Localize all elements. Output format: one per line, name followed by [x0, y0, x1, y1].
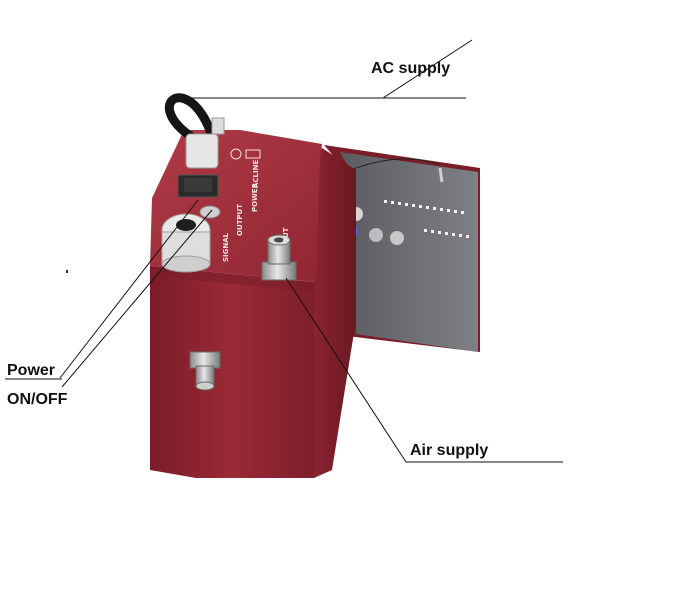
led-row [424, 229, 469, 238]
side-fitting [189, 351, 221, 391]
ac-cable [164, 93, 225, 169]
power-label: Power [7, 362, 56, 379]
indicator-light [390, 231, 404, 245]
certification-mark [245, 149, 261, 159]
open-door [324, 145, 480, 352]
acline-marking: ACLINE [252, 160, 260, 188]
stray-mark [66, 270, 68, 273]
signal-marking: SIGNAL [222, 232, 230, 262]
air-supply-fitting [261, 234, 297, 281]
power-leader-1 [59, 199, 199, 379]
power-switch [177, 174, 219, 198]
ac-supply-label: AC supply [371, 60, 451, 77]
air-supply-leader [285, 277, 407, 463]
certification-mark [230, 148, 242, 160]
leader-lines [5, 39, 563, 463]
out-marking: OUT [282, 227, 290, 244]
output-marking: OUTPUT [236, 204, 244, 236]
air-supply-label: Air supply [410, 442, 489, 459]
led-row [384, 200, 464, 214]
inner-panel [340, 152, 478, 352]
power-marking: POWER [251, 182, 259, 212]
power-onoff-label: ON/OFF [7, 391, 68, 408]
power-leader-2 [61, 209, 213, 388]
indicator-light [369, 228, 383, 242]
box-markings: SIGNAL OUTPUT POWER ACLINE OUT [222, 148, 290, 262]
